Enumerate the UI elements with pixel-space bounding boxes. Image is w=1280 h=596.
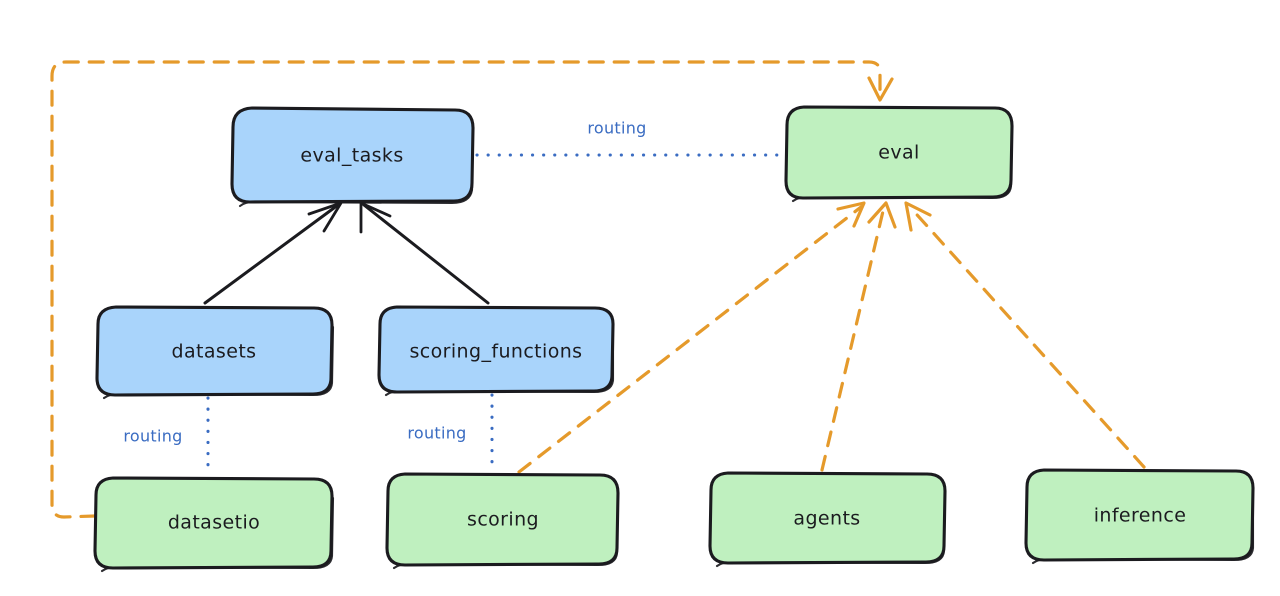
node-datasetio[interactable]: datasetio: [93, 476, 335, 573]
node-label-agents: agents: [793, 508, 860, 530]
node-label-inference: inference: [1094, 505, 1187, 527]
edge-agents-to-eval: [820, 201, 897, 472]
edge-label-routing-left: routing: [123, 427, 182, 446]
node-agents[interactable]: agents: [708, 471, 947, 568]
node-label-eval: eval: [878, 142, 919, 164]
node-label-scoring: scoring: [467, 509, 539, 531]
edge-datasets-to-eval_tasks: [203, 201, 343, 305]
node-inference[interactable]: inference: [1024, 468, 1255, 565]
routing-edges: [206, 153, 785, 477]
node-label-datasets: datasets: [172, 341, 257, 363]
edge-labels-layer: routing routing routing: [123, 119, 646, 446]
nodes-layer: eval_tasks eval datasets scoring_functio…: [93, 105, 1255, 573]
containment-edges: [203, 201, 490, 305]
edge-label-routing-top: routing: [587, 119, 646, 138]
edge-label-routing-mid: routing: [407, 424, 466, 443]
node-label-eval_tasks: eval_tasks: [300, 145, 403, 167]
edge-inference-to-eval: [904, 201, 1146, 469]
node-eval[interactable]: eval: [784, 105, 1014, 203]
node-scoring_functions[interactable]: scoring_functions: [377, 305, 615, 397]
edge-scoring-to-eval: [517, 201, 866, 474]
node-label-datasetio: datasetio: [168, 512, 260, 534]
edge-scoring_functions-to-eval_tasks: [359, 201, 490, 305]
node-datasets[interactable]: datasets: [95, 305, 335, 400]
node-eval_tasks[interactable]: eval_tasks: [230, 106, 475, 208]
edge-datasetio-to-eval: [50, 60, 894, 519]
node-scoring[interactable]: scoring: [385, 472, 620, 570]
node-label-scoring_functions: scoring_functions: [410, 341, 583, 363]
dependency-edges: [50, 60, 1146, 519]
